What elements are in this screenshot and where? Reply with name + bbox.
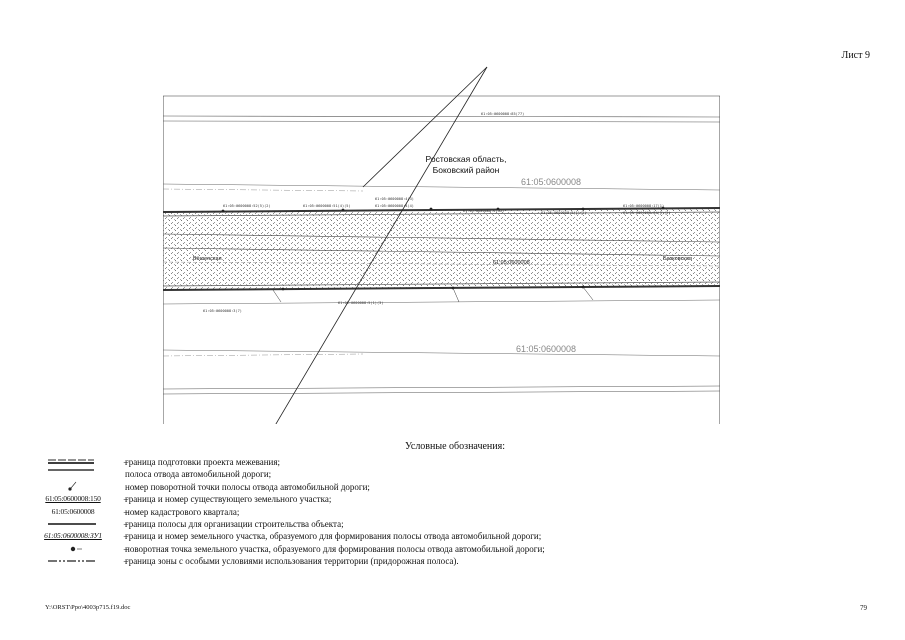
road-label-center: 61:05:0600008 [493, 260, 530, 266]
road-label-right: Базковская [663, 256, 692, 262]
legend-dash: – [123, 457, 129, 467]
right-of-way-top [163, 207, 720, 213]
legend-row: полоса отвода автомобильной дороги; [30, 468, 670, 480]
parcel-label: 61:05:0600008:52(5)(2) [223, 204, 271, 208]
legend-dash: – [123, 556, 129, 567]
parcel-label: 61:05:0600008:17(1) [623, 204, 664, 208]
parcel-label: 61:05:0600008:5(45) [463, 209, 504, 213]
legend-text: граница полосы для организации строитель… [125, 518, 344, 529]
parcel-label: 61:05:0600008:5(1)(2) [541, 211, 586, 215]
cadastral-quarter-bottom: 61:05:0600008 [516, 344, 576, 354]
legend-dash: – [123, 506, 129, 517]
legend-dash: – [123, 531, 129, 542]
legend: – граница подготовки проекта межевания; … [30, 456, 670, 568]
right-of-way-bottom [163, 285, 720, 291]
legend-symbol [30, 468, 116, 480]
parcel-label: 61:05:0600008:84(3)(2) [623, 211, 671, 215]
legend-symbol [30, 456, 116, 468]
legend-row: – поворотная точка земельного участка, о… [30, 543, 670, 555]
legend-text: поворотная точка земельного участка, обр… [125, 543, 545, 554]
cadastral-map: Ростовская область, Боковский район 61:0… [163, 64, 720, 424]
region-label-line1: Ростовская область, [426, 154, 507, 164]
legend-row: номер поворотной точки полосы отвода авт… [30, 481, 670, 493]
parcel-label: 61:05:0600008:51(4)(5) [303, 204, 351, 208]
region-label-line2: Боковский район [433, 165, 500, 175]
legend-row: 61:05:0600008:150 – граница и номер суще… [30, 493, 670, 505]
legend-symbol [30, 543, 116, 555]
legend-symbol [30, 481, 116, 493]
legend-dash: – [123, 494, 129, 505]
legend-text: граница зоны с особыми условиями использ… [125, 556, 459, 567]
parcel-label: 61:05:0600008:85(77) [481, 112, 524, 116]
footer-file-path: Y:\ORST\Ppo\4003p715.f19.doc [45, 604, 131, 611]
parcel-label: 61:05:0600008:5(1)(3) [338, 301, 383, 305]
legend-text: полоса отвода автомобильной дороги; [125, 469, 272, 480]
parcel-label: 61:05:0600008:4(3) [375, 197, 414, 201]
parcel-label: 61:05:0600008:4(4) [375, 204, 414, 208]
road-label-left: Вёшенская [193, 256, 222, 262]
cadastral-quarter-top: 61:05:0600008 [521, 177, 581, 187]
legend-symbol: 61:05:0600008 [51, 506, 95, 516]
road-corridor [163, 208, 720, 290]
legend-text: номер поворотной точки полосы отвода авт… [125, 481, 370, 492]
legend-symbol: 61:05:0600008:150 [45, 494, 101, 504]
parcel-label: 61:05:0600008:3(7) [203, 309, 242, 313]
legend-symbol: 61:05:0600008:ЗУ1 [44, 531, 102, 541]
page-number: 79 [860, 604, 867, 612]
legend-text: граница и номер существующего земельного… [125, 494, 332, 505]
legend-dash: – [123, 543, 129, 554]
project-boundary-diagonal [275, 66, 488, 424]
legend-row: 61:05:0600008:ЗУ1 – граница и номер земе… [30, 530, 670, 542]
legend-title: Условные обозначения: [405, 441, 506, 452]
legend-text: граница и номер земельного участка, обра… [125, 531, 542, 542]
legend-text: граница подготовки проекта межевания; [125, 457, 281, 467]
legend-row: – граница зоны с особыми условиями испол… [30, 555, 670, 567]
legend-dash: – [123, 518, 129, 529]
legend-symbol [30, 555, 116, 567]
legend-text: номер кадастрового квартала; [125, 506, 240, 517]
legend-symbol [30, 518, 116, 530]
legend-row: 61:05:0600008 – номер кадастрового кварт… [30, 506, 670, 518]
legend-row: – граница полосы для организации строите… [30, 518, 670, 530]
legend-row: – граница подготовки проекта межевания; [30, 456, 670, 468]
sheet-number-label: Лист 9 [841, 50, 870, 61]
